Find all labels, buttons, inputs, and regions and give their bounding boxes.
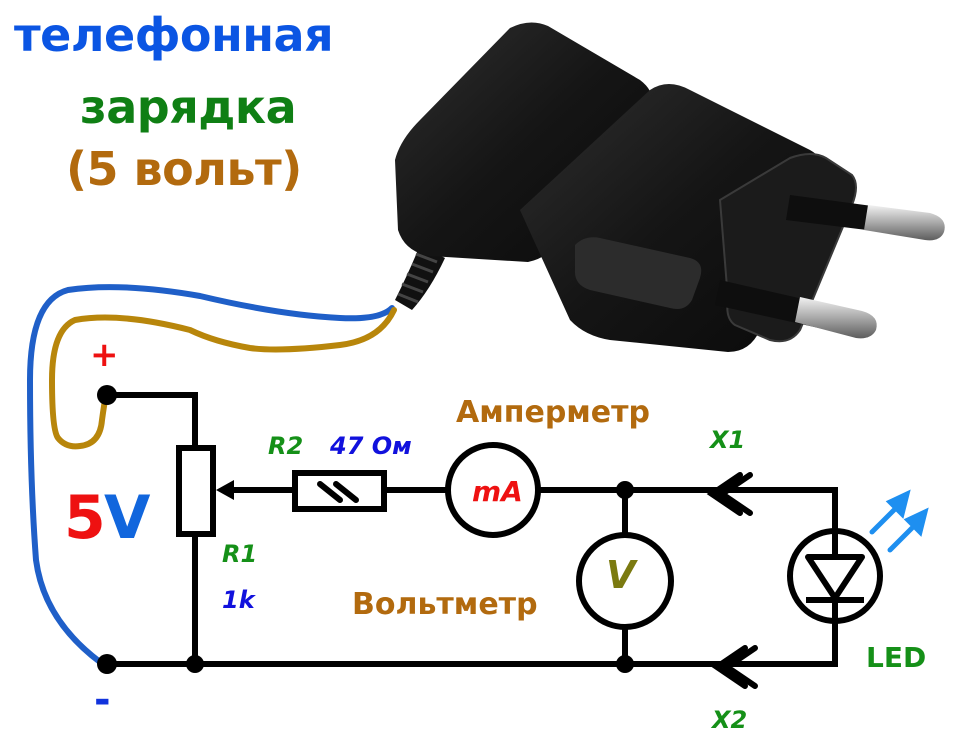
title-line-charger: зарядка — [80, 80, 297, 134]
title-line-phone: телефонная — [14, 8, 334, 62]
wire-plus-to-r1 — [104, 392, 198, 449]
r2-designator: R2 — [268, 432, 304, 460]
r1-designator: R1 — [222, 540, 258, 568]
charger-cable-strain-relief — [395, 245, 445, 310]
ammeter-symbol — [445, 442, 541, 538]
led-symbol — [787, 528, 883, 624]
junction-r1-ground — [186, 655, 204, 673]
terminal-negative — [97, 654, 117, 674]
positive-terminal-label: + — [90, 335, 119, 375]
r2-value: 47 Ом — [330, 432, 412, 460]
wiper-arrow-icon — [216, 480, 234, 500]
phone-charger-image — [395, 22, 945, 352]
wire-ground-bus — [104, 603, 838, 667]
charger-rear-block — [395, 22, 654, 263]
connector-x2-icon — [711, 645, 758, 689]
connector-x1-icon — [706, 472, 753, 516]
voltmeter-symbol — [576, 532, 674, 630]
charger-pin-bottom — [715, 280, 877, 339]
wire-ammeter-to-led — [536, 487, 838, 533]
voltmeter-caption: Вольтметр — [352, 587, 538, 622]
x2-designator: X2 — [712, 706, 748, 734]
charger-pin-top — [786, 195, 945, 241]
negative-wire-blue — [26, 284, 395, 665]
ammeter-caption: Амперметр — [456, 395, 651, 430]
light-emission-arrows-icon — [869, 489, 929, 553]
ammeter-symbol-text: mA — [472, 475, 523, 508]
potentiometer-r1 — [176, 445, 234, 537]
x1-designator: X1 — [710, 426, 746, 454]
supply-voltage-unit: V — [104, 483, 151, 553]
led-designator: LED — [866, 641, 927, 674]
junction-voltmeter-bottom — [616, 655, 634, 673]
r1-value: 1k — [222, 586, 255, 614]
supply-voltage-number: 5 — [64, 483, 106, 553]
terminal-positive — [97, 385, 117, 405]
voltmeter-symbol-text: V — [606, 553, 636, 597]
junction-voltmeter-top — [616, 481, 634, 499]
negative-terminal-label: - — [94, 677, 111, 723]
positive-wire-gold — [48, 307, 397, 450]
title-line-voltage: (5 вольт) — [66, 142, 302, 196]
resistor-r2 — [292, 470, 387, 512]
